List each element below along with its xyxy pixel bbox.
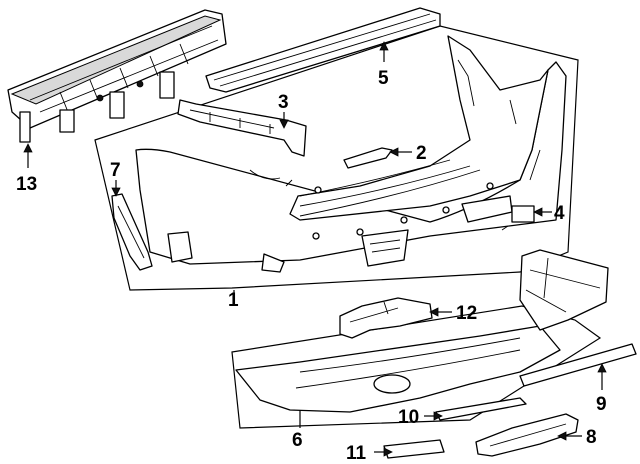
callout-8: 8 — [586, 427, 597, 448]
impact-bar[interactable] — [7, 9, 227, 143]
callout-3: 3 — [278, 92, 289, 113]
callout-10: 10 — [398, 407, 419, 428]
callout-7: 7 — [110, 160, 121, 181]
callout-2: 2 — [416, 143, 427, 164]
bumper-cover[interactable] — [135, 35, 567, 273]
callout-4: 4 — [554, 203, 565, 224]
valance-group-outline — [231, 305, 602, 429]
small-trim[interactable] — [383, 439, 445, 459]
callout-12: 12 — [456, 303, 477, 324]
callout-11: 11 — [346, 443, 367, 464]
callout-5: 5 — [378, 68, 389, 89]
callout-1: 1 — [228, 290, 239, 311]
step-pad[interactable] — [205, 7, 441, 93]
sensor-bracket[interactable] — [501, 205, 535, 231]
callout-9: 9 — [596, 394, 607, 415]
trim-strip[interactable] — [519, 343, 637, 387]
lower-valance[interactable] — [235, 249, 609, 413]
upper-bracket[interactable] — [177, 99, 307, 157]
molding[interactable] — [435, 397, 527, 421]
leader-lines — [23, 41, 607, 457]
reflector[interactable] — [343, 147, 393, 169]
callout-6: 6 — [292, 430, 303, 451]
lower-bracket[interactable] — [339, 297, 433, 339]
side-bracket[interactable] — [111, 193, 153, 271]
callout-13: 13 — [16, 174, 37, 195]
lower-cover[interactable] — [475, 413, 579, 457]
